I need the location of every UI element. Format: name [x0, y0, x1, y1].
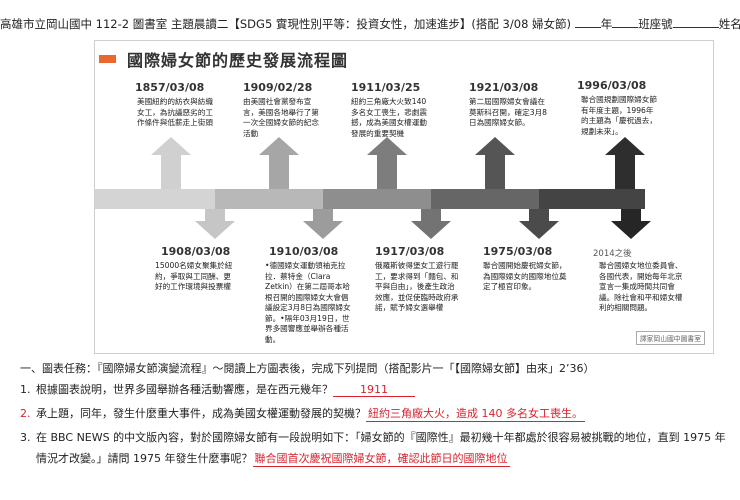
- question-1: 1. 根據圖表說明，世界多國舉辦各種活動響應，是在西元幾年？1911: [20, 381, 415, 397]
- year-label: 年: [600, 17, 613, 31]
- question-2-text: 承上題，同年，發生什麼重大事件，成為美國女權運動發展的契機？: [36, 407, 366, 420]
- class-blank[interactable]: [612, 17, 639, 28]
- question-1-number: 1.: [20, 383, 31, 396]
- name-blank[interactable]: [672, 17, 719, 28]
- down-arrow-1910: [303, 209, 343, 239]
- school-title: 高雄市立岡山國中 112-2 圖書室 主題晨讀二【SDG5 實現性別平等：投資女…: [0, 17, 572, 31]
- down-arrow-1917: [411, 209, 451, 239]
- task-intro: 一、圖表任務：『國際婦女節演變流程』～閱讀上方圖表後，完成下列提問（搭配影片一「…: [20, 360, 595, 376]
- question-2-number: 2.: [20, 407, 31, 420]
- event-year-1996: 1996/03/08: [577, 79, 647, 92]
- event-year-1908: 1908/03/08: [161, 245, 231, 258]
- up-arrow-1857: [151, 137, 191, 189]
- title-accent-bar: [99, 55, 116, 63]
- event-desc-1911: 紐約三角廠大火致140多名女工喪生，悲劇震撼，成為美國女權運動發展的重要契機: [351, 97, 427, 138]
- event-desc-1921: 第二屆國際婦女會議在莫斯科召開，確定3月8日為國際婦女節。: [469, 97, 548, 127]
- question-1-text: 根據圖表說明，世界多國舉辦各種活動響應，是在西元幾年？: [36, 383, 333, 396]
- up-arrow-1921: [475, 137, 515, 189]
- year-blank[interactable]: [574, 17, 601, 28]
- name-label: 姓名: [718, 17, 740, 31]
- event-desc-1910: •德國婦女運動領袖克拉拉．蔡特金（Clara Zetkin）在第二屆哥本哈根召開…: [265, 261, 351, 344]
- question-3-line-2: 情況才改變。」請問 1975 年發生什麼事呢？聯合國首次慶祝國際婦女節，確認此節…: [36, 450, 510, 467]
- timeline-chart: 國際婦女節的歷史發展流程圖 1857/03/08 美國紐約的紡衣與紡織女工，為抗…: [94, 40, 714, 354]
- worksheet-header: 高雄市立岡山國中 112-2 圖書室 主題晨讀二【SDG5 實現性別平等：投資女…: [0, 16, 740, 32]
- arrow-flow-graphic: [95, 137, 651, 239]
- event-desc-1857: 美國紐約的紡衣與紡織女工，為抗議惡劣的工作條件與低薪走上街頭: [137, 97, 213, 127]
- event-year-1921: 1921/03/08: [469, 81, 539, 94]
- event-desc-1975: 聯合國開始慶祝婦女節，為國際婦女的國際地位奠定了極官印象。: [483, 261, 567, 291]
- class-label: 班座號: [638, 17, 673, 31]
- band-segment-1: [95, 189, 219, 209]
- event-desc-1996: 聯合國規劃國際婦女節有年度主題，1996年的主題為「慶祝過去，規劃未來」。: [581, 95, 657, 136]
- question-2-answer[interactable]: 紐約三角廠大火，造成 140 多名女工喪生。: [366, 407, 585, 422]
- event-desc-1917: 俄羅斯彼得堡女工遊行罷工，要求得到「麵包、和平與自由」，後產生政治效應，並促使臨…: [375, 261, 459, 312]
- question-3-text-2: 情況才改變。」請問 1975 年發生什麼事呢？: [36, 452, 253, 465]
- up-arrow-1909: [259, 137, 299, 189]
- down-arrow-1975: [519, 209, 559, 239]
- question-3-text: 在 BBC NEWS 的中文版內容，對於國際婦女節有一段說明如下：「婦女節的『國…: [36, 431, 726, 444]
- question-3-answer[interactable]: 聯合國首次慶祝國際婦女節，確認此節日的國際地位: [252, 452, 510, 467]
- question-3-number: 3.: [20, 431, 31, 444]
- down-arrow-1908: [195, 209, 235, 239]
- event-year-1917: 1917/03/08: [375, 245, 445, 258]
- band-segment-4: [431, 189, 543, 209]
- event-year-1911: 1911/03/25: [351, 81, 421, 94]
- question-1-answer[interactable]: 1911: [333, 383, 415, 397]
- event-year-1857: 1857/03/08: [135, 81, 205, 94]
- band-segment-5: [539, 189, 645, 209]
- event-desc-1909: 由美國社會黨發布宣言，美國各地舉行了第一次全國婦女節的紀念活動: [243, 97, 319, 138]
- question-2: 2. 承上題，同年，發生什麼重大事件，成為美國女權運動發展的契機？紐約三角廠大火，…: [20, 405, 585, 422]
- event-year-1909: 1909/02/28: [243, 81, 313, 94]
- event-year-1910: 1910/03/08: [269, 245, 339, 258]
- event-year-2014: 2014之後: [593, 249, 632, 259]
- up-arrow-1996: [605, 137, 645, 189]
- band-segment-2: [215, 189, 327, 209]
- question-3: 3. 在 BBC NEWS 的中文版內容，對於國際婦女節有一段說明如下：「婦女節的…: [20, 429, 726, 445]
- event-desc-1908: 15000名婦女聚集於紐約，爭取與工同酬、更好的工作環境與投票權: [155, 261, 233, 291]
- chart-title: 國際婦女節的歷史發展流程圖: [127, 51, 349, 70]
- down-arrow-2014: [611, 209, 651, 239]
- up-arrow-1911: [367, 137, 407, 189]
- event-desc-2014: 聯合國婦女地位委員會、各國代表，開始每年北京宣言一集成時間共同會議。除社會和平和…: [599, 261, 683, 312]
- event-year-1975: 1975/03/08: [483, 245, 553, 258]
- task-intro-text: 一、圖表任務：『國際婦女節演變流程』～閱讀上方圖表後，完成下列提問（搭配影片一「…: [20, 362, 595, 375]
- library-stamp: 譯家岡山國中圖書室: [635, 331, 705, 345]
- band-segment-3: [323, 189, 435, 209]
